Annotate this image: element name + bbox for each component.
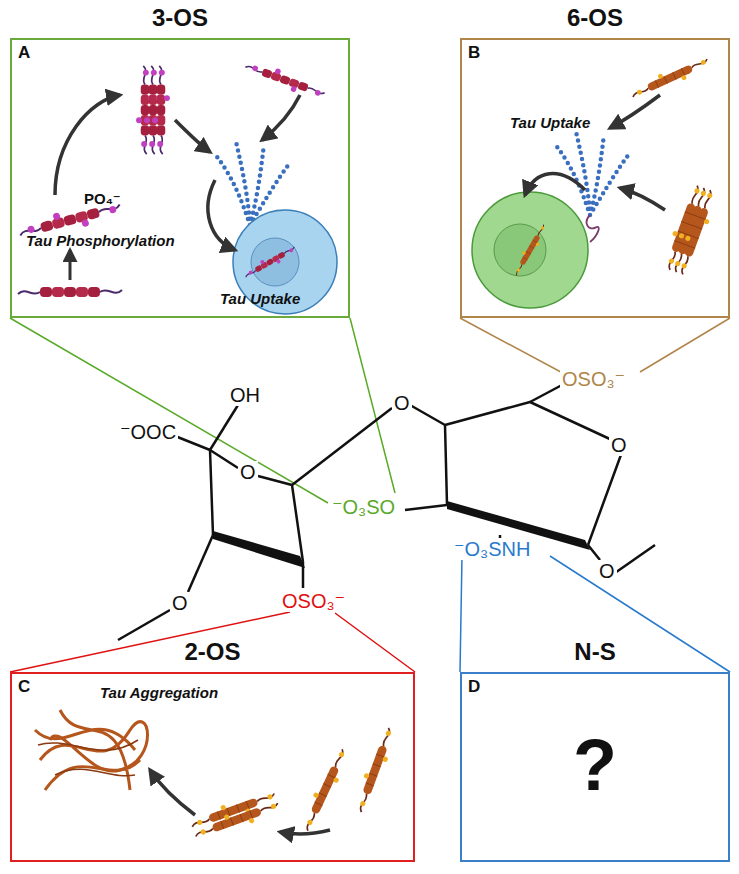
chem-label: OSO₃⁻ xyxy=(560,368,627,390)
chem-label: ⁻O₃SO xyxy=(330,496,397,518)
panel-letter: C xyxy=(18,677,30,697)
panel-label: Tau Phosphorylation xyxy=(26,232,175,249)
panel-letter: D xyxy=(468,677,480,697)
chem-label: ⁻OOC xyxy=(118,421,178,443)
chem-label: O xyxy=(238,461,258,483)
chem-label: OH xyxy=(228,384,262,406)
panel-heading: 2-OS xyxy=(12,638,413,666)
panel-box: 6-OSBTau Uptake xyxy=(460,38,730,318)
chem-label: OSO₃⁻ xyxy=(280,590,347,612)
panel-letter: A xyxy=(18,43,30,63)
panel-heading: 3-OS xyxy=(12,4,348,32)
panel-label: Tau Aggregation xyxy=(100,684,218,701)
panel-label: Tau Uptake xyxy=(510,114,590,131)
chem-label: ⁻O₃SNH xyxy=(452,538,532,560)
chem-label: O xyxy=(609,434,629,456)
panel-box: 3-OSAPO₄⁻Tau PhosphorylationTau Uptake xyxy=(10,38,350,318)
panel-heading: N-S xyxy=(462,638,728,666)
chem-label: O xyxy=(597,560,617,582)
panel-box: 2-OSCTau Aggregation xyxy=(10,672,415,862)
chem-label: O xyxy=(392,392,412,414)
panel-heading: 6-OS xyxy=(462,4,728,32)
panel-label: ? xyxy=(462,724,728,807)
panel-box: N-SD? xyxy=(460,672,730,862)
panel-label: Tau Uptake xyxy=(220,290,300,307)
chem-label: O xyxy=(170,592,190,614)
panel-letter: B xyxy=(468,43,480,63)
panel-label: PO₄⁻ xyxy=(84,190,121,207)
